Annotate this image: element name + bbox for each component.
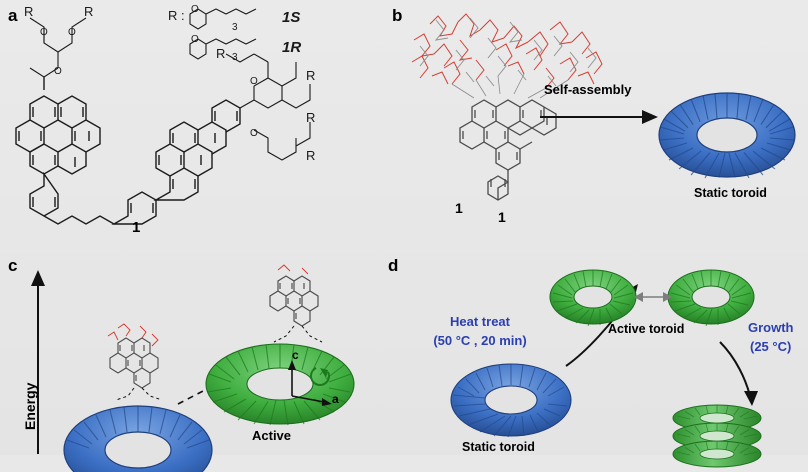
equilibrium-arrow [634,292,672,302]
svg-text:O: O [68,27,76,38]
static-toroid-blue-c [63,405,213,472]
axis-c-label: c [292,348,299,362]
self-assembly-arrow [540,110,658,124]
svg-text:R: R [306,68,315,83]
green-helix-stack [672,404,762,468]
active-toroid-green-d-left [549,269,637,327]
heat-treat-label: Heat treat [450,314,510,329]
svg-text:3: 3 [232,22,238,33]
growth-arrow [719,341,758,406]
svg-text:3: 3 [232,52,238,63]
static-toroid-label-b: Static toroid [694,186,767,200]
panel-a-structure: R R O O O R : O O 3 3 1S 1R [15,4,315,236]
svg-text:R: R [306,148,315,163]
svg-text:1R: 1R [282,39,301,56]
panel-letter-c: c [8,256,18,275]
active-toroid-green-d-right [667,269,755,327]
energy-axis-label: Energy [22,382,38,430]
svg-text:R: R [84,4,93,19]
active-toroid-label: Active toroid [608,322,685,336]
panel-b-molecule: 1 [411,13,603,225]
svg-text:R: R [306,110,315,125]
panel-letter-d: d [388,256,399,275]
svg-text:1S: 1S [282,9,300,26]
energy-axis [31,270,45,454]
panel-b-compound-label: 1 [498,209,506,225]
svg-text:O: O [54,66,62,77]
svg-text:O: O [250,128,258,139]
growth-condition: (25 °C) [750,339,792,354]
panel-letter-a: a [8,6,18,25]
panel-b-compound-number: 1 [455,200,463,216]
svg-text:O: O [191,4,199,15]
axis-a-label: a [332,392,339,406]
static-toroid-blue-b [658,92,796,179]
svg-text:O: O [191,34,199,45]
panel-c-axis-indicator [288,360,332,406]
static-toroid-label-d: Static toroid [462,440,535,454]
panel-c-molecule-right [269,264,323,343]
growth-label: Growth [748,320,794,335]
panel-letter-b: b [392,6,403,25]
panel-c-molecule-left [107,323,163,401]
svg-text:O: O [250,76,258,87]
svg-text:R: R [24,4,33,19]
active-toroid-green-c [205,343,355,426]
static-toroid-blue-d [450,363,572,438]
heat-treat-condition: (50 °C , 20 min) [433,333,527,348]
active-state-label: Active [252,428,292,443]
svg-text:R: R [216,46,225,61]
svg-text:O: O [40,27,48,38]
panel-a-compound-label: 1 [132,219,140,236]
self-assembly-label: Self-assembly [544,82,632,97]
svg-text:R :: R : [168,8,185,23]
